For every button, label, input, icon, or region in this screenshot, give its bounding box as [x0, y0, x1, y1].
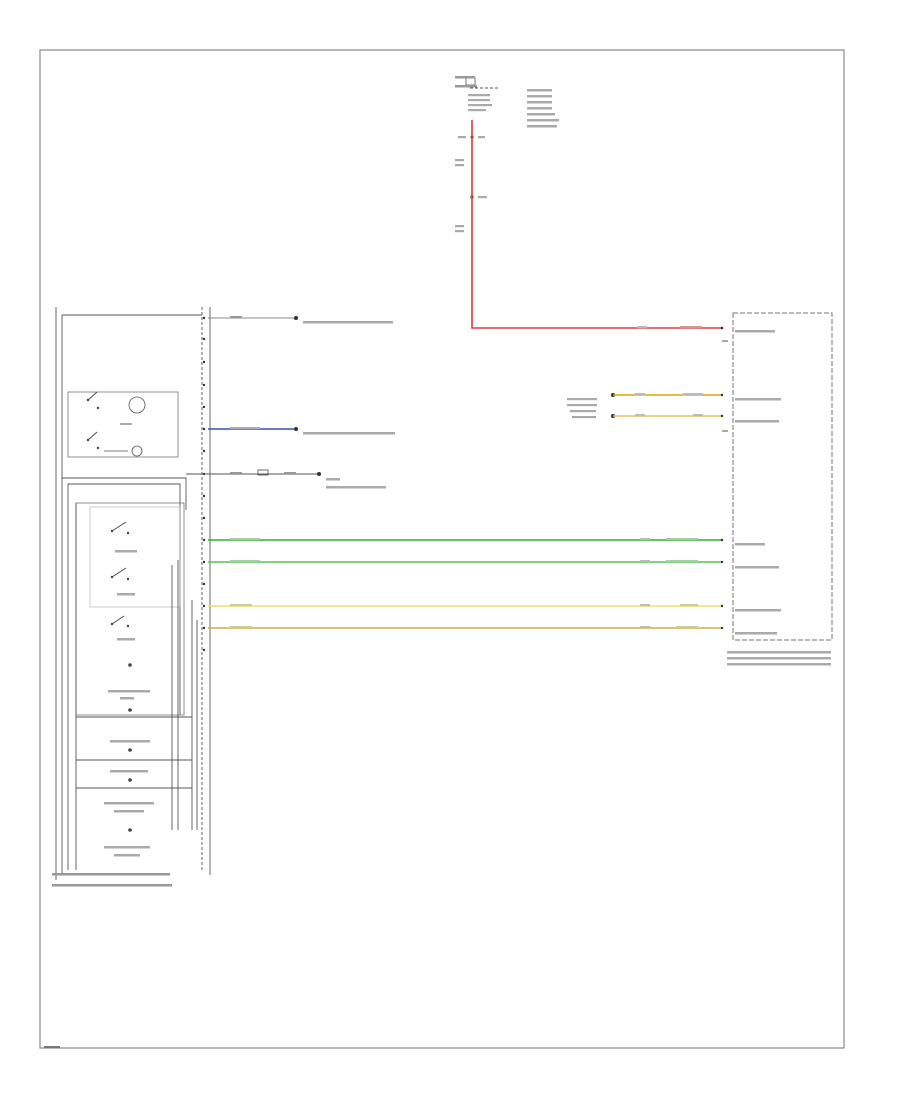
sensing-diagnostic-module — [722, 312, 833, 666]
diagram-border — [39, 49, 845, 1049]
battery-feed-wire — [471, 120, 722, 329]
lamp-icon — [128, 396, 146, 414]
serial-data-wires — [567, 393, 724, 419]
switch-assembly — [52, 307, 211, 887]
footer-mark — [44, 1046, 60, 1048]
ground-icon — [317, 472, 321, 476]
onstar-voltage-wire-green — [208, 560, 724, 564]
ground-wire — [186, 469, 386, 489]
fuse-icon — [465, 77, 476, 86]
onstar-green-led-wire — [208, 604, 724, 608]
onstar-signal-wire-green — [208, 538, 724, 542]
left-connector — [202, 316, 206, 652]
onstar-red-led-wire — [208, 626, 724, 630]
power-source-block — [455, 76, 559, 233]
steering-controls-wire-top — [208, 316, 393, 324]
steering-controls-wire-blue — [208, 427, 395, 435]
